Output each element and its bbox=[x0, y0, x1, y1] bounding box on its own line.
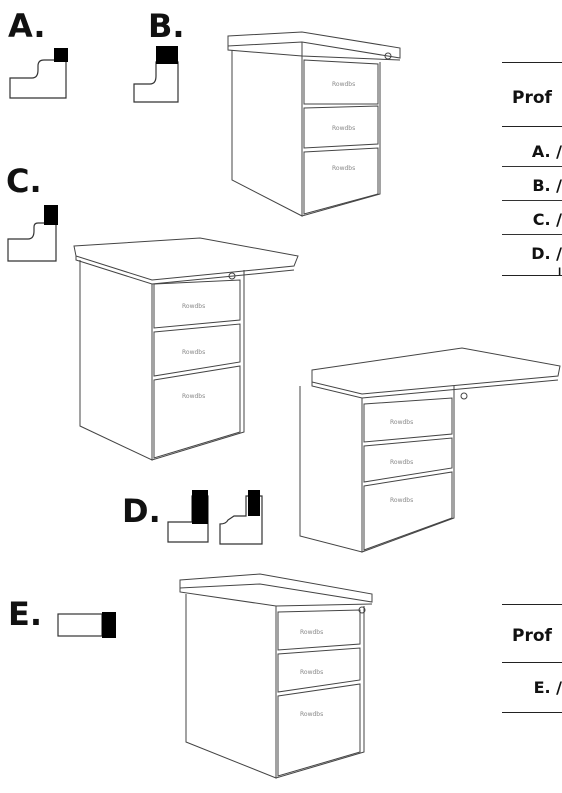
drawer-mark: Rowdbs bbox=[300, 711, 323, 718]
table-2-header: Prof bbox=[512, 626, 552, 646]
table-2-row-e: E. / bbox=[533, 678, 562, 697]
pedestal-d-drawing: Rowdbs Rowdbs Rowdbs bbox=[299, 347, 561, 553]
pedestal-c-drawing: Rowdbs Rowdbs Rowdbs bbox=[73, 237, 299, 461]
drawer-mark: Rowdbs bbox=[300, 629, 323, 636]
profile-table-1: Prof A. / B. / C. / D. / I bbox=[502, 56, 562, 276]
pedestal-e-drawing: Rowdbs Rowdbs Rowdbs bbox=[179, 573, 373, 779]
option-label-c: C. bbox=[6, 162, 42, 200]
profile-a-icon bbox=[9, 48, 68, 99]
profile-b-icon bbox=[133, 46, 179, 103]
table-1-row-a: A. / bbox=[531, 142, 562, 161]
profile-d2-icon bbox=[219, 490, 263, 545]
drawer-mark: Rowdbs bbox=[390, 459, 413, 466]
table-1-bottom-rule bbox=[502, 275, 562, 276]
table-1-row-b: B. / bbox=[532, 176, 562, 195]
option-label-d: D. bbox=[122, 492, 161, 530]
drawer-mark: Rowdbs bbox=[332, 125, 355, 132]
drawer-mark: Rowdbs bbox=[182, 349, 205, 356]
drawer-mark: Rowdbs bbox=[390, 497, 413, 504]
option-label-e: E. bbox=[8, 595, 43, 633]
pedestal-a-drawing: Rowdbs Rowdbs Rowdbs bbox=[227, 31, 401, 217]
drawer-mark: Rowdbs bbox=[332, 165, 355, 172]
table-1-row-d: D. / bbox=[531, 244, 562, 263]
drawer-mark: Rowdbs bbox=[300, 669, 323, 676]
drawer-mark: Rowdbs bbox=[182, 303, 205, 310]
table-1-header: Prof bbox=[512, 88, 552, 108]
profile-c-icon bbox=[7, 205, 58, 262]
drawer-mark: Rowdbs bbox=[332, 81, 355, 88]
drawer-mark: Rowdbs bbox=[182, 393, 205, 400]
table-1-row-d-extra: I bbox=[557, 264, 562, 276]
profile-d1-icon bbox=[167, 490, 209, 543]
option-label-a: A. bbox=[8, 7, 46, 45]
profile-e-icon bbox=[57, 612, 116, 638]
table-1-row-c: C. / bbox=[532, 210, 562, 229]
drawer-mark: Rowdbs bbox=[390, 419, 413, 426]
option-label-b: B. bbox=[148, 7, 185, 45]
profile-table-2: Prof E. / bbox=[502, 600, 562, 740]
